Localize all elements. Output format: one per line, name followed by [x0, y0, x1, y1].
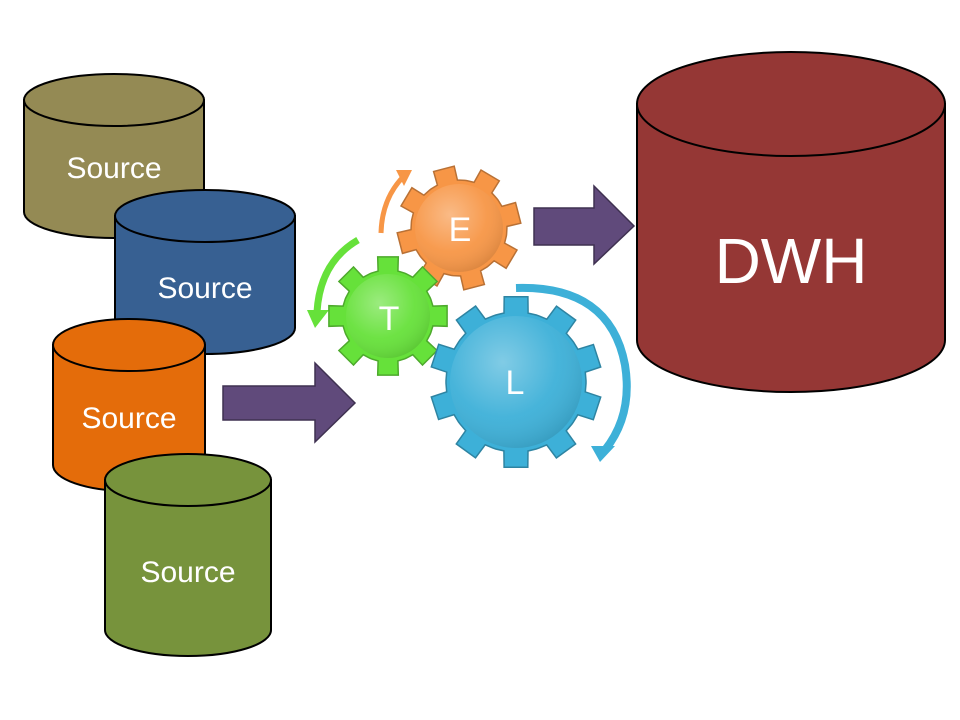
source-db-4-top [104, 453, 272, 507]
source-db-2: Source [114, 189, 296, 355]
gear-t-shine [346, 274, 430, 358]
source-db-1-label: Source [66, 152, 161, 185]
source-db-1-top [23, 73, 205, 127]
dwh-db: DWH [636, 51, 946, 393]
source-db-3-top [52, 318, 206, 372]
dwh-db-body [636, 103, 946, 393]
flow-arrow-sources-to-etl [222, 361, 357, 444]
gear-l-label: L [506, 364, 525, 402]
source-db-4: Source [104, 453, 272, 657]
flow-arrow-etl-to-dwh [533, 184, 636, 266]
gear-t: T [328, 256, 448, 376]
source-db-4-body [104, 479, 272, 657]
gear-l: L [430, 296, 602, 468]
gear-e: E [396, 165, 522, 291]
gear-e-label: E [449, 211, 472, 249]
dwh-db-top [636, 51, 946, 157]
dwh-label: DWH [715, 225, 868, 297]
cycle-arrow-l-head [591, 446, 615, 462]
gear-l-shine [450, 316, 582, 448]
source-db-3-label: Source [81, 402, 176, 435]
cycle-arrow-l [515, 283, 631, 453]
gear-t-label: T [379, 300, 400, 338]
cycle-arrow-t-head [307, 310, 329, 328]
gear-e-shine [415, 184, 503, 272]
source-db-2-top [114, 189, 296, 243]
source-db-2-label: Source [157, 272, 252, 305]
cycle-arrow-t [313, 236, 360, 313]
cycle-arrow-e-head [396, 170, 412, 186]
source-db-4-label: Source [140, 556, 235, 589]
cycle-arrow-e [378, 174, 406, 234]
